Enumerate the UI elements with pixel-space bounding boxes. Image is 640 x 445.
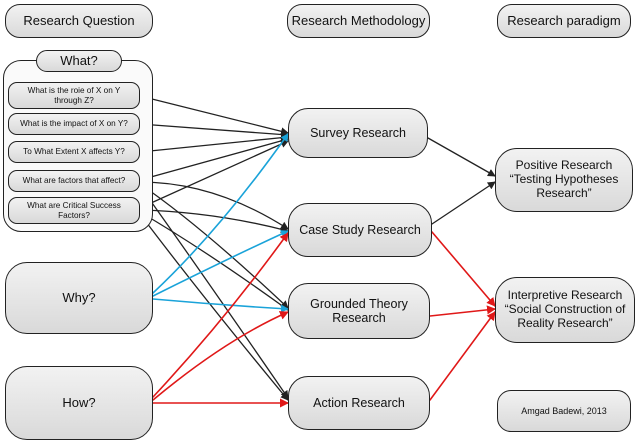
arrow-case-to-interpretive xyxy=(431,231,496,307)
arrow-role-to-survey xyxy=(139,95,289,136)
arrow-csf-to-survey xyxy=(139,140,289,209)
header-research-paradigm: Research paradigm xyxy=(497,4,631,38)
arrow-how-to-case xyxy=(152,232,289,398)
arrow-csf-to-grounded xyxy=(139,211,289,311)
what-group-label: What? xyxy=(36,50,122,72)
header-research-methodology: Research Methodology xyxy=(287,4,430,38)
what-item-critical-success-factors: What are Critical Success Factors? xyxy=(8,197,140,224)
arrow-factors-to-grounded xyxy=(139,183,289,309)
what-item-role: What is the roie of X on Y through Z? xyxy=(8,82,140,109)
what-item-extent: To What Extent X affects Y? xyxy=(8,141,140,163)
arrow-survey-to-positive xyxy=(427,137,496,177)
arrow-why-to-grounded xyxy=(152,298,289,313)
header-research-question: Research Question xyxy=(5,4,153,38)
arrow-why-to-case xyxy=(152,230,289,297)
arrow-grounded-to-interpretive xyxy=(429,305,496,317)
question-why: Why? xyxy=(5,262,153,334)
author-credit: Amgad Badewi, 2013 xyxy=(497,390,631,432)
arrow-action-to-interpretive xyxy=(429,311,496,401)
method-action-research: Action Research xyxy=(288,376,430,430)
method-survey-research: Survey Research xyxy=(288,108,428,158)
arrow-how-to-grounded xyxy=(152,311,289,401)
paradigm-interpretive-research: Interpretive Research “Social Constructi… xyxy=(495,277,635,343)
what-item-impact: What is the impact of X on Y? xyxy=(8,113,140,135)
what-item-factors: What are factors that affect? xyxy=(8,170,140,192)
method-case-study-research: Case Study Research xyxy=(288,203,432,257)
arrow-factors-to-action xyxy=(139,185,289,399)
arrow-impact-to-survey xyxy=(139,123,289,139)
arrow-case-to-positive xyxy=(431,181,496,225)
method-grounded-theory-research: Grounded Theory Research xyxy=(288,283,430,339)
arrow-factors-to-case xyxy=(139,181,289,230)
arrow-extent-to-survey xyxy=(139,133,289,153)
arrow-factors-to-survey xyxy=(139,137,289,181)
question-how: How? xyxy=(5,366,153,440)
paradigm-positive-research: Positive Research “Testing Hypotheses Re… xyxy=(495,148,633,212)
arrow-why-to-survey xyxy=(152,133,289,294)
